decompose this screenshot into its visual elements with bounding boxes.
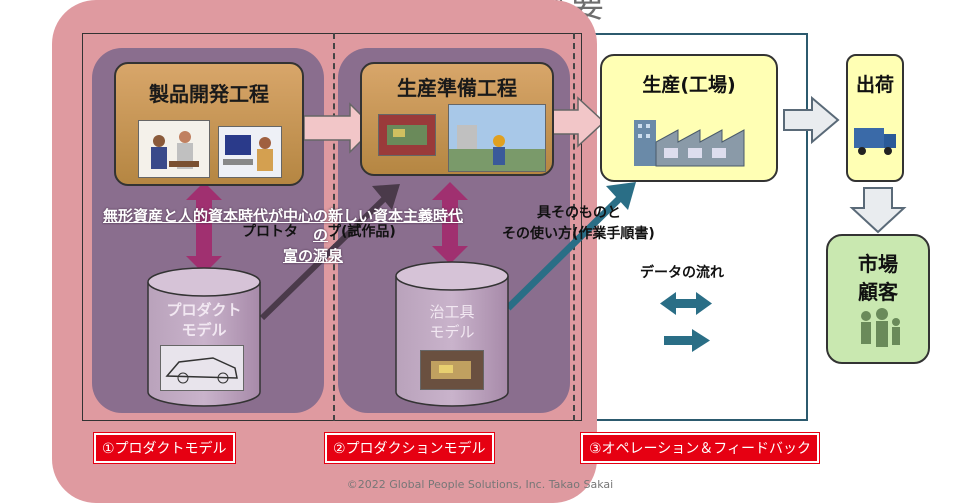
car-model-image (160, 345, 244, 391)
production-prep-title: 生産準備工程 (397, 76, 517, 100)
copyright-notice: ©2022 Global People Solutions, Inc. Taka… (346, 478, 614, 491)
ship-to-market-arrow (849, 187, 907, 234)
product-model-db-line2: モデル (181, 321, 227, 339)
overlay-particle: の (313, 226, 329, 244)
shipping-title: 出荷 (855, 74, 894, 96)
jig-model-image (420, 350, 484, 390)
factory-title: 生産(工場) (642, 74, 736, 96)
production-prep-box: 生産準備工程 (360, 62, 554, 176)
wealth-source-overlay: 富の源泉 (283, 247, 344, 265)
dashed-divider (333, 33, 335, 421)
dashed-divider-2 (573, 33, 575, 421)
prototype-suffix-label: プ(試作品) (327, 224, 396, 240)
tool-description-line2: その使い方(作業手順書) (502, 226, 655, 242)
model-frame (82, 33, 582, 421)
factory-icon (634, 120, 745, 167)
data-flow-label: データの流れ (640, 265, 724, 281)
market-box: 市場 顧客 (826, 234, 930, 364)
product-dev-box: 製品開発工程 (114, 62, 304, 186)
tool-description-line1: 具そのものと (537, 205, 621, 221)
label-production-model: ②プロダクションモデル (324, 432, 495, 464)
product-model-double-arrow (186, 182, 222, 274)
product-dev-title: 製品開発工程 (149, 82, 269, 106)
tool-model-db-line2: モデル (429, 323, 475, 341)
capitalism-overlay-line: 無形資産と人的資本時代が中心の新しい資本主義時代 (103, 207, 464, 225)
prototype-label: プロトタ (242, 224, 298, 240)
tool-model-double-arrow (432, 182, 468, 264)
shipping-box: 出荷 (846, 54, 904, 182)
product-model-flow-arrow (259, 184, 400, 321)
engineers-illustration (138, 120, 210, 178)
market-title: 市場 顧客 (858, 252, 898, 304)
designer-illustration (218, 126, 282, 178)
data-flow-double-arrow (660, 292, 712, 315)
factory-box: 生産(工場) (600, 54, 778, 182)
factory-floor-image (448, 104, 546, 172)
tool-model-db-line1: 治工具 (429, 303, 475, 321)
tool-render-image (378, 114, 436, 156)
prep-to-factory-arrow (552, 96, 606, 148)
tool-model-flow-arrow (505, 182, 636, 311)
customers-icon (861, 308, 900, 347)
product-model-db-label: プロダクト モデル (148, 300, 260, 340)
tool-model-db-label: 治工具 モデル (396, 302, 508, 342)
product-model-db-line1: プロダクト (166, 301, 242, 319)
truck-icon (854, 128, 896, 155)
label-operation-feedback: ③オペレーション＆フィードバック (580, 432, 820, 464)
label-product-model: ①プロダクトモデル (93, 432, 236, 464)
factory-to-ship-arrow (783, 95, 840, 145)
data-flow-single-arrow (664, 329, 710, 352)
